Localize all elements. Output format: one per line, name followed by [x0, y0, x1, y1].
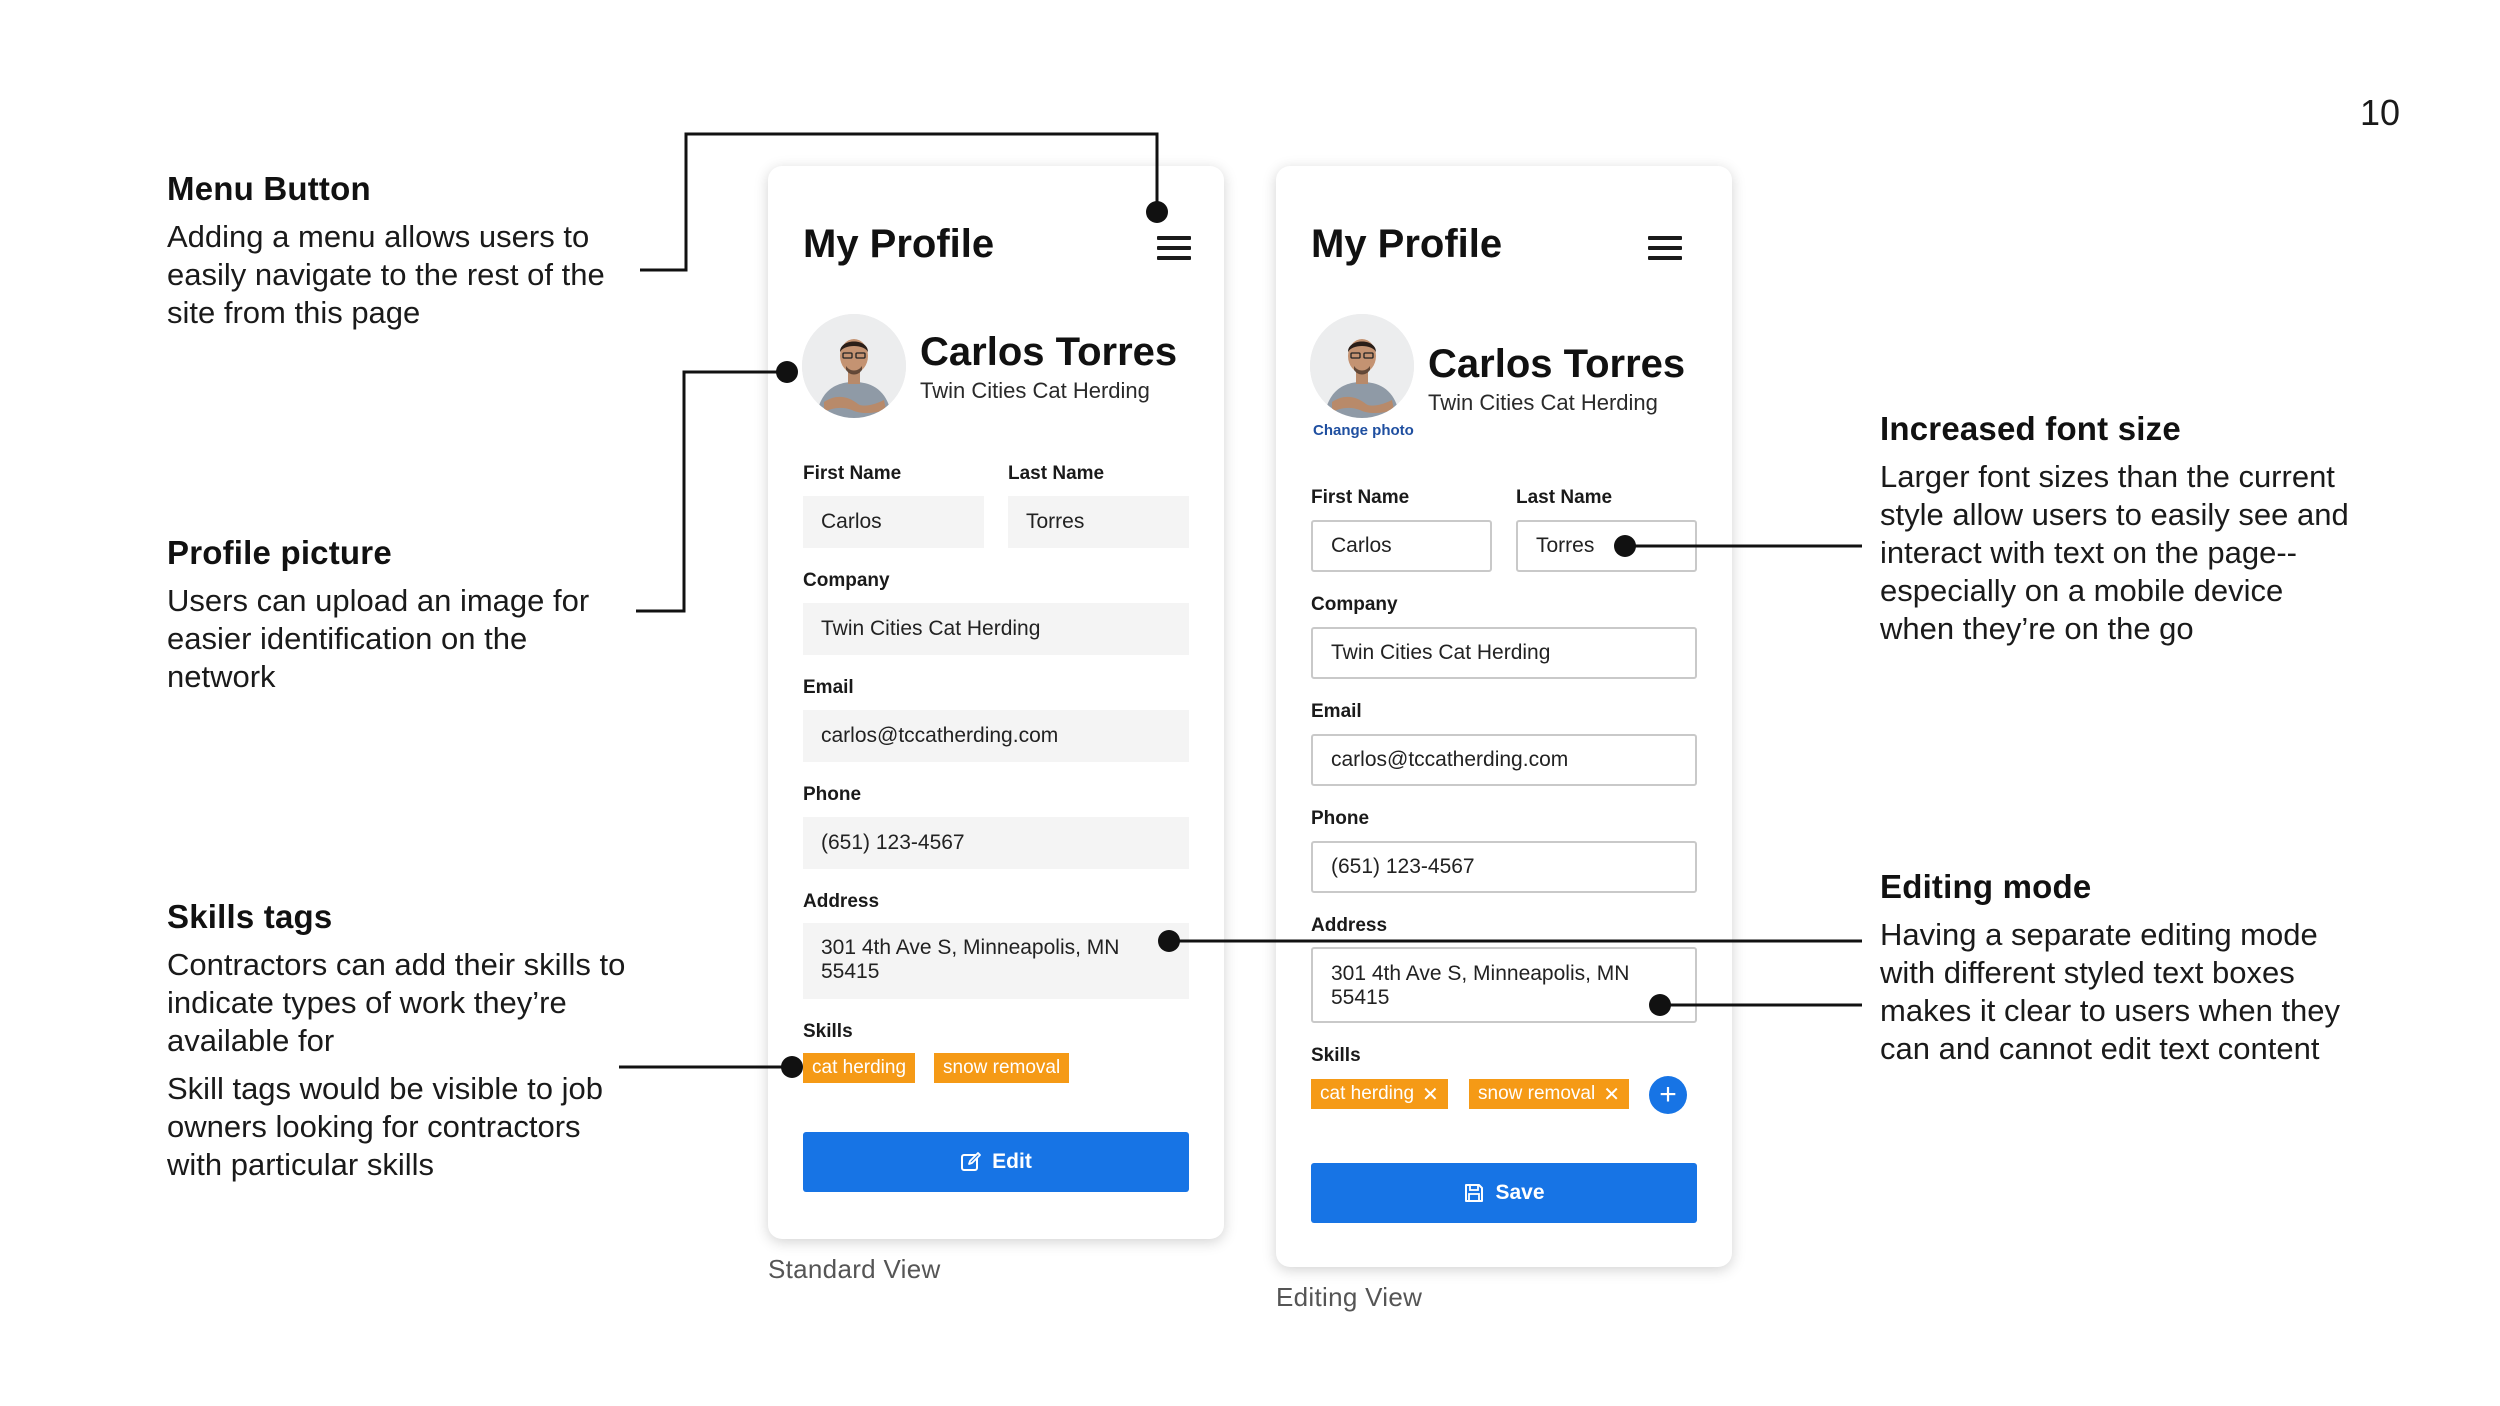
plus-icon[interactable]: + [1649, 1076, 1687, 1114]
company-value: Twin Cities Cat Herding [803, 603, 1189, 655]
skill-tag: snow removal [934, 1053, 1070, 1083]
annotation-body-2: Skill tags would be visible to job owner… [167, 1071, 603, 1182]
company-label: Company [803, 570, 890, 591]
phone-input[interactable]: (651) 123-4567 [1311, 841, 1697, 893]
skill-tag-label: cat herding [1320, 1083, 1415, 1104]
edit-button[interactable]: Edit [803, 1132, 1189, 1192]
skills-label: Skills [803, 1021, 853, 1042]
annotation-body: Users can upload an image for easier ide… [167, 583, 590, 694]
skills-label: Skills [1311, 1045, 1361, 1066]
address-label: Address [1311, 915, 1388, 936]
email-value: carlos@tccatherding.com [803, 710, 1189, 762]
hamburger-menu-icon[interactable] [1648, 234, 1682, 262]
standard-view-caption: Standard View [768, 1254, 941, 1284]
close-icon[interactable]: ✕ [1603, 1083, 1620, 1106]
skill-tag-label: snow removal [943, 1057, 1061, 1078]
last-name-value: Torres [1008, 496, 1189, 548]
first-name-value: Carlos [803, 496, 984, 548]
page-number: 10 [2360, 92, 2401, 133]
page-title: My Profile [803, 222, 995, 266]
address-line-2: 55415 [1331, 986, 1390, 1009]
profile-company: Twin Cities Cat Herding [1428, 390, 1658, 415]
address-label: Address [803, 891, 880, 912]
annotation-title: Skills tags [167, 898, 333, 935]
address-line-1: 301 4th Ave S, Minneapolis, MN [821, 936, 1120, 959]
annotation-menu-button: Menu Button Adding a menu allows users t… [167, 170, 637, 342]
skill-tag-label: cat herding [812, 1057, 907, 1078]
email-label: Email [1311, 701, 1362, 722]
change-photo-link[interactable]: Change photo [1313, 422, 1414, 439]
annotation-increased-font-size: Increased font size Larger font sizes th… [1880, 410, 2350, 658]
annotation-body: Adding a menu allows users to easily nav… [167, 219, 605, 330]
avatar-photo-icon [802, 314, 906, 418]
last-name-label: Last Name [1008, 463, 1105, 484]
annotation-editing-mode: Editing mode Having a separate editing m… [1880, 868, 2350, 1078]
edit-button-label: Edit [992, 1150, 1032, 1173]
first-name-label: First Name [803, 463, 902, 484]
save-button-label: Save [1495, 1181, 1545, 1204]
annotation-title: Editing mode [1880, 868, 2092, 905]
annotation-title: Menu Button [167, 170, 371, 207]
skill-tag: cat herding [803, 1053, 916, 1083]
profile-company: Twin Cities Cat Herding [920, 378, 1150, 403]
last-name-input[interactable]: Torres [1516, 520, 1697, 572]
phone-value: (651) 123-4567 [803, 817, 1189, 869]
editing-view-card: My Profile Change photo Carlos Torres Tw… [1276, 166, 1732, 1267]
page-title: My Profile [1311, 222, 1503, 266]
email-input[interactable]: carlos@tccatherding.com [1311, 734, 1697, 786]
annotation-body: Contractors can add their skills to indi… [167, 947, 626, 1058]
email-label: Email [803, 677, 854, 698]
annotation-skills-tags: Skills tags Contractors can add their sk… [167, 898, 637, 1194]
company-label: Company [1311, 594, 1398, 615]
standard-view-card: My Profile Carlos Torres Twin Cities Cat… [768, 166, 1224, 1239]
avatar [802, 314, 906, 418]
annotation-title: Increased font size [1880, 410, 2181, 447]
hamburger-menu-icon[interactable] [1157, 234, 1191, 262]
annotation-body: Having a separate editing mode with diff… [1880, 917, 2341, 1066]
first-name-input[interactable]: Carlos [1311, 520, 1492, 572]
avatar[interactable] [1310, 314, 1414, 418]
annotation-profile-picture: Profile picture Users can upload an imag… [167, 534, 637, 706]
save-button[interactable]: Save [1311, 1163, 1697, 1223]
last-name-label: Last Name [1516, 487, 1613, 508]
edit-icon [961, 1152, 982, 1171]
editing-view-caption: Editing View [1276, 1282, 1423, 1312]
profile-picture-leader-line [636, 370, 787, 613]
address-line-1: 301 4th Ave S, Minneapolis, MN [1331, 962, 1630, 985]
close-icon[interactable]: ✕ [1422, 1083, 1439, 1106]
profile-name: Carlos Torres [920, 330, 1178, 374]
first-name-label: First Name [1311, 487, 1410, 508]
skill-tag: cat herding ✕ [1311, 1079, 1448, 1109]
company-input[interactable]: Twin Cities Cat Herding [1311, 627, 1697, 679]
profile-name: Carlos Torres [1428, 342, 1686, 386]
save-icon [1465, 1184, 1484, 1202]
annotation-title: Profile picture [167, 534, 392, 571]
skill-tag-label: snow removal [1478, 1083, 1596, 1104]
phone-label: Phone [803, 784, 862, 805]
phone-label: Phone [1311, 808, 1370, 829]
address-line-2: 55415 [821, 960, 880, 983]
annotation-body: Larger font sizes than the current style… [1880, 459, 2349, 646]
avatar-photo-icon [1310, 314, 1414, 418]
skill-tag: snow removal ✕ [1469, 1079, 1629, 1109]
